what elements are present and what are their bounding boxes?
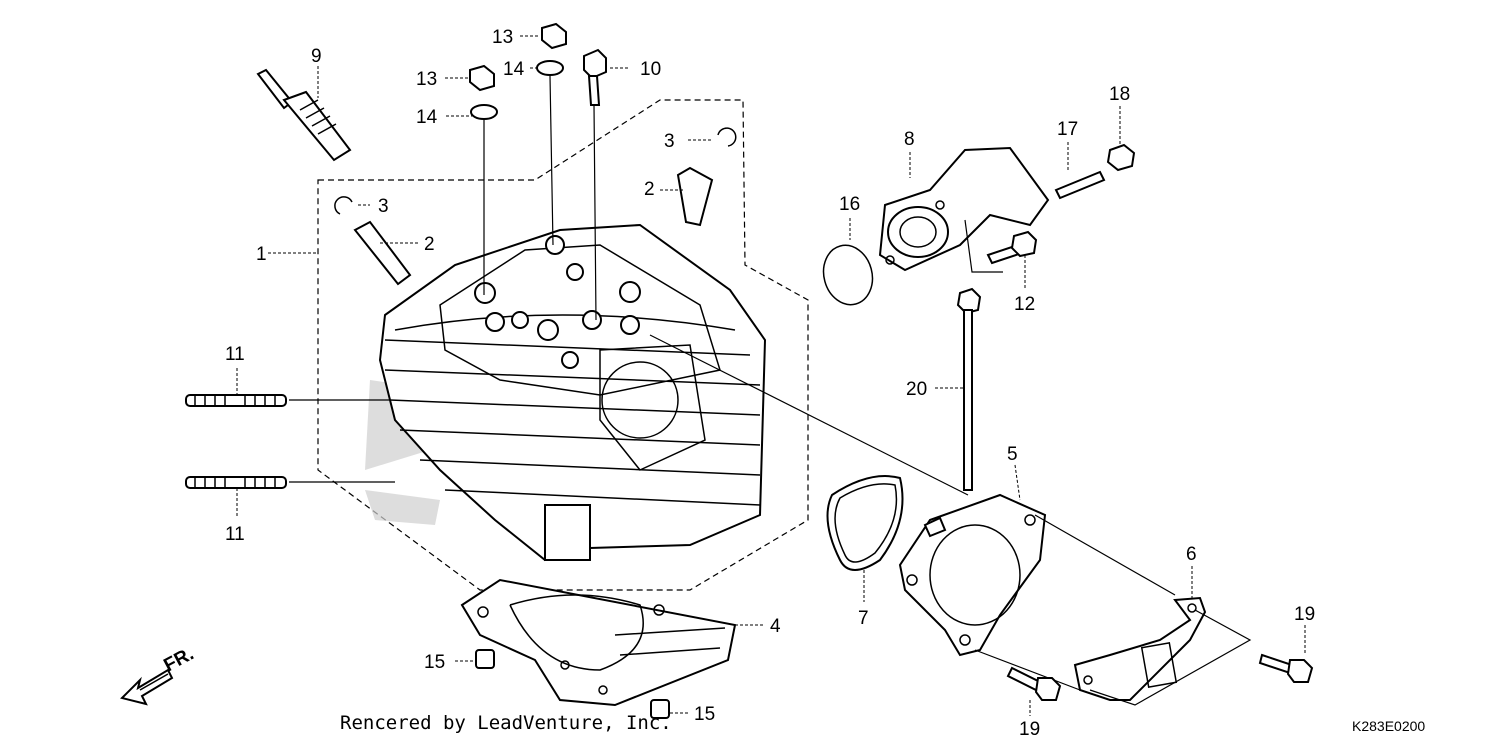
flange-bolt[interactable]	[583, 48, 607, 106]
credit-line: Rencered by LeadVenture, Inc.	[340, 712, 672, 734]
head-assembly-outline	[317, 99, 809, 591]
callout-20: 20	[906, 379, 927, 400]
callout-5: 5	[1007, 444, 1018, 465]
callout-13-left: 13	[416, 69, 437, 90]
front-direction-arrow	[120, 668, 174, 706]
callout-11-upper: 11	[225, 344, 245, 365]
flange-bolt-19-right[interactable]	[1258, 653, 1314, 683]
callout-14-top: 14	[503, 59, 525, 80]
cylinder-head[interactable]	[365, 223, 767, 562]
callout-15-right: 15	[694, 704, 715, 725]
flange-bolt-19-lower[interactable]	[1006, 666, 1062, 701]
cylinder-head-side-cover[interactable]	[898, 493, 1047, 657]
washer-top[interactable]	[536, 60, 564, 76]
callout-11-lower: 11	[225, 524, 245, 545]
washer-left[interactable]	[470, 104, 498, 120]
callout-3-left: 3	[378, 196, 389, 217]
callout-19-right: 19	[1294, 604, 1315, 625]
callout-7: 7	[858, 608, 869, 629]
stud-bolt-upper[interactable]	[185, 394, 287, 407]
callout-3-right: 3	[664, 131, 675, 152]
valve-guide-left[interactable]	[353, 220, 412, 286]
o-ring-insulator[interactable]	[817, 240, 879, 310]
callout-8: 8	[904, 129, 915, 150]
head-gasket[interactable]	[460, 578, 737, 707]
callout-18: 18	[1109, 84, 1130, 105]
guide-clip-right[interactable]	[717, 127, 737, 147]
diagram-code: K283E0200	[1352, 718, 1426, 734]
flange-bolt-12[interactable]	[986, 230, 1038, 265]
carburetor-insulator[interactable]	[878, 146, 1050, 272]
mounting-bracket[interactable]	[1073, 596, 1207, 701]
valve-guide-right[interactable]	[676, 166, 714, 227]
callout-14-left: 14	[416, 107, 438, 128]
flange-nut-18[interactable]	[1106, 143, 1136, 172]
stud-bolt-17[interactable]	[1054, 170, 1106, 200]
callout-16: 16	[839, 194, 860, 215]
callout-10: 10	[640, 59, 661, 80]
callout-4: 4	[770, 616, 781, 637]
callout-15-left: 15	[424, 652, 445, 673]
callout-9: 9	[311, 46, 322, 67]
callout-2-right: 2	[644, 179, 655, 200]
o-ring-cover[interactable]	[826, 475, 904, 571]
long-stud-bolt[interactable]	[956, 287, 982, 491]
spark-plug[interactable]	[256, 68, 352, 162]
callout-2-left: 2	[424, 234, 435, 255]
callout-12: 12	[1014, 294, 1035, 315]
callout-13-top: 13	[492, 27, 513, 48]
callout-17: 17	[1057, 119, 1078, 140]
cap-nut-left[interactable]	[469, 64, 495, 92]
callout-1: 1	[256, 244, 267, 265]
callout-6: 6	[1186, 544, 1197, 565]
cap-nut-top[interactable]	[541, 22, 567, 50]
guide-clip-left[interactable]	[334, 196, 353, 215]
callout-19-lower: 19	[1019, 719, 1040, 740]
stud-bolt-lower[interactable]	[185, 476, 287, 489]
dowel-pin-upper[interactable]	[475, 649, 495, 669]
dowel-pin-lower[interactable]	[650, 699, 670, 719]
